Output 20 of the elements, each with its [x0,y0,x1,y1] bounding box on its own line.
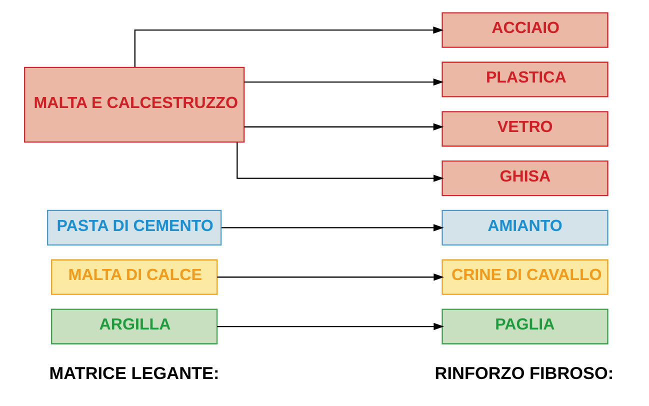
node-box: VETRO [442,111,608,147]
node-box: PAGLIA [442,308,608,344]
node-box: MALTA DI CALCE [51,259,218,295]
node-box: AMIANTO [442,210,608,246]
arrow [244,78,444,86]
label: RINFORZO FIBROSO: [434,362,614,383]
arrow [134,26,444,67]
arrow [222,224,444,232]
node-box: GHISA [442,160,608,196]
node-box: ACCIAIO [442,12,608,48]
arrow [217,273,444,281]
label: MATRICE LEGANTE: [49,362,220,383]
node-box: CRINE DI CAVALLO [442,259,608,295]
node-box: ARGILLA [51,308,218,344]
arrow [236,142,444,182]
node-box: PLASTICA [442,62,608,98]
arrow [244,123,444,130]
node-box: MALTA E CALCESTRUZZO [24,66,245,143]
arrow [217,322,444,330]
node-box: PASTA DI CEMENTO [47,210,222,246]
